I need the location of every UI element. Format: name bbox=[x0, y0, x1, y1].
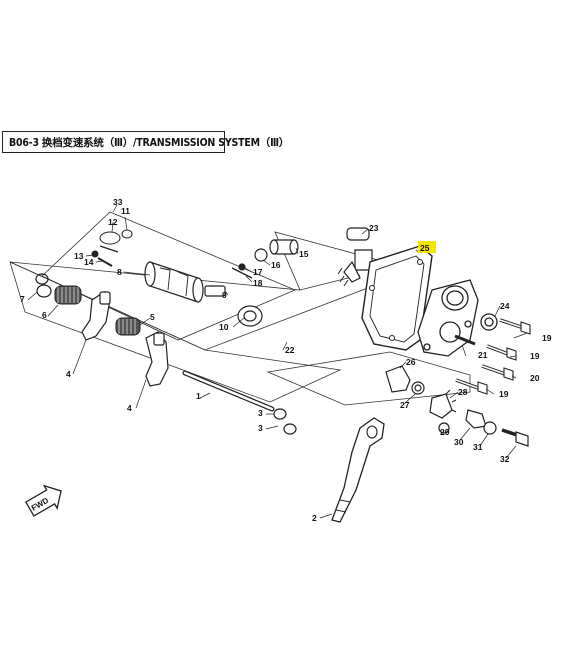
callout-19b: 19 bbox=[530, 351, 540, 361]
callout-15: 15 bbox=[299, 249, 309, 259]
callout-31: 31 bbox=[473, 442, 483, 452]
washer-16 bbox=[254, 248, 268, 262]
bolt-12 bbox=[121, 229, 133, 239]
assembly-outlines bbox=[9, 211, 471, 406]
shift-drum bbox=[144, 261, 263, 327]
callout-32: 32 bbox=[500, 454, 510, 464]
callout-29: 29 bbox=[440, 427, 450, 437]
bolt-32 bbox=[501, 428, 529, 447]
callout-11: 11 bbox=[121, 206, 130, 216]
diagram-title: B06-3 换档变速系统（Ⅲ）/TRANSMISSION SYSTEM（Ⅲ） bbox=[9, 137, 290, 149]
cover-21 bbox=[417, 279, 479, 357]
callout-25: 25 bbox=[420, 243, 430, 253]
sleeve-15 bbox=[269, 239, 299, 255]
callout-3b: 3 bbox=[258, 408, 263, 418]
bolt-19b bbox=[486, 344, 517, 361]
drum-stopper-9 bbox=[204, 285, 226, 297]
callout-20: 20 bbox=[530, 373, 540, 383]
spring-5 bbox=[115, 317, 141, 336]
gearshift-arm-26 bbox=[385, 365, 457, 419]
washer-7a bbox=[35, 273, 49, 285]
callout-3a: 3 bbox=[258, 423, 263, 433]
callout-6: 6 bbox=[42, 310, 47, 320]
callout-1: 1 bbox=[196, 391, 201, 401]
callout-14: 14 bbox=[84, 257, 94, 267]
segment-11 bbox=[99, 231, 121, 245]
washer-3a bbox=[273, 408, 287, 420]
callout-17: 17 bbox=[253, 267, 263, 277]
callout-10: 10 bbox=[219, 322, 229, 332]
callout-22: 22 bbox=[285, 345, 295, 355]
callout-27: 27 bbox=[400, 400, 410, 410]
callout-12: 12 bbox=[108, 217, 118, 227]
pin-13 bbox=[91, 250, 99, 258]
locator-pin bbox=[99, 245, 119, 253]
callout-7: 7 bbox=[20, 294, 25, 304]
washer-7b bbox=[36, 284, 52, 298]
callout-28: 28 bbox=[458, 387, 468, 397]
diagram-header: B06-3 换档变速系统（Ⅲ）/TRANSMISSION SYSTEM（Ⅲ） bbox=[2, 131, 289, 153]
small-parts-29-32 bbox=[438, 409, 529, 447]
washer-3b bbox=[283, 423, 297, 435]
callout-18: 18 bbox=[253, 278, 263, 288]
callout-19a: 19 bbox=[542, 333, 552, 343]
bolts-19-20 bbox=[455, 318, 531, 395]
springs bbox=[54, 285, 141, 336]
collar-27 bbox=[411, 381, 425, 395]
callout-4a: 4 bbox=[66, 369, 71, 379]
washer-29 bbox=[438, 422, 450, 434]
callout-8: 8 bbox=[117, 267, 122, 277]
ball-17 bbox=[238, 263, 246, 271]
callout-13: 13 bbox=[74, 251, 84, 261]
callout-labels: 1 2 3 3 4 4 5 6 7 8 9 10 11 12 13 14 15 … bbox=[20, 197, 552, 523]
gear-shift-pedal bbox=[331, 417, 385, 523]
washer-31 bbox=[483, 421, 497, 435]
callout-24: 24 bbox=[500, 301, 510, 311]
bolt-19c bbox=[455, 378, 488, 395]
callout-4b: 4 bbox=[127, 403, 132, 413]
spacer-30 bbox=[465, 409, 487, 429]
bearing-10 bbox=[237, 305, 263, 327]
callout-23: 23 bbox=[369, 223, 379, 233]
group-outline-fork-shaft bbox=[9, 261, 342, 403]
callout-2: 2 bbox=[312, 513, 317, 523]
group-outline-33 bbox=[41, 211, 297, 341]
callout-19c: 19 bbox=[499, 389, 509, 399]
callout-5: 5 bbox=[150, 312, 155, 322]
shift-fork-shaft bbox=[182, 370, 275, 412]
callout-16: 16 bbox=[271, 260, 281, 270]
callout-33: 33 bbox=[113, 197, 123, 207]
callout-9: 9 bbox=[222, 290, 227, 300]
bolt-20 bbox=[481, 364, 514, 381]
fork-boss-right bbox=[153, 332, 165, 346]
callout-21: 21 bbox=[478, 350, 488, 360]
oil-seal-24 bbox=[480, 313, 498, 331]
drum-small-parts bbox=[91, 229, 133, 267]
callout-30: 30 bbox=[454, 437, 464, 447]
callout-25-highlight bbox=[418, 241, 436, 253]
shift-forks bbox=[81, 291, 169, 387]
spring-18 bbox=[231, 267, 253, 279]
spring-6 bbox=[54, 285, 82, 305]
fwd-arrow: FWD bbox=[24, 484, 62, 517]
spring-pin-14 bbox=[97, 257, 113, 267]
bolt-19a bbox=[499, 318, 531, 335]
gear-28 bbox=[429, 389, 457, 419]
shift-arm-23 bbox=[337, 227, 373, 287]
callout-26: 26 bbox=[406, 357, 416, 367]
callout-leaders bbox=[27, 204, 528, 519]
fork-boss-left bbox=[99, 291, 111, 305]
